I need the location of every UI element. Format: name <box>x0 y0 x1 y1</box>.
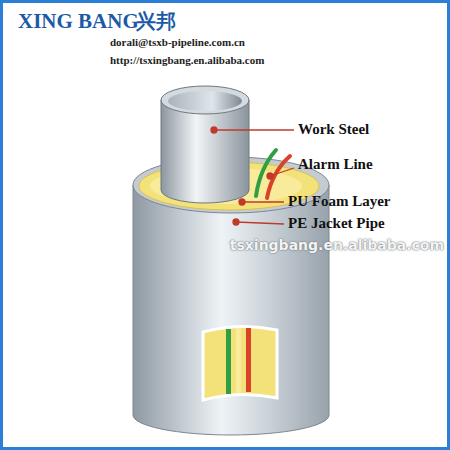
leader-dot <box>233 219 239 225</box>
watermark: tsxingbang.en.alibaba.com <box>230 238 444 253</box>
leader-dot <box>239 199 245 205</box>
leader-line <box>270 168 294 176</box>
brand-name-chinese: 兴邦 <box>136 10 176 32</box>
steel-rim <box>161 86 249 114</box>
leader-dot <box>267 173 273 179</box>
alarm-wire-green <box>256 150 276 196</box>
alarm-wire-red <box>267 156 290 198</box>
brand-name: XING BANG <box>18 10 139 33</box>
leader-dot <box>211 127 217 133</box>
email-address: dorali@tsxb-pipeline.com.cn <box>110 36 245 48</box>
cutaway-foam-stripe <box>236 328 241 393</box>
part-label: PU Foam Layer <box>288 193 390 210</box>
steel-pipe <box>161 100 249 203</box>
website-url: http://tsxingbang.en.alibaba.com <box>110 54 264 66</box>
cutaway-green-wire <box>226 329 231 394</box>
steel-bore <box>168 91 242 111</box>
cutaway-red-wire <box>246 328 251 392</box>
leader-line <box>214 129 294 130</box>
leader-line <box>242 201 284 202</box>
leader-line <box>236 222 284 224</box>
part-label: Alarm Line <box>298 156 373 173</box>
part-label: Work Steel <box>298 121 369 138</box>
cutaway-window <box>203 326 277 400</box>
part-label: PE Jacket Pipe <box>288 215 385 232</box>
